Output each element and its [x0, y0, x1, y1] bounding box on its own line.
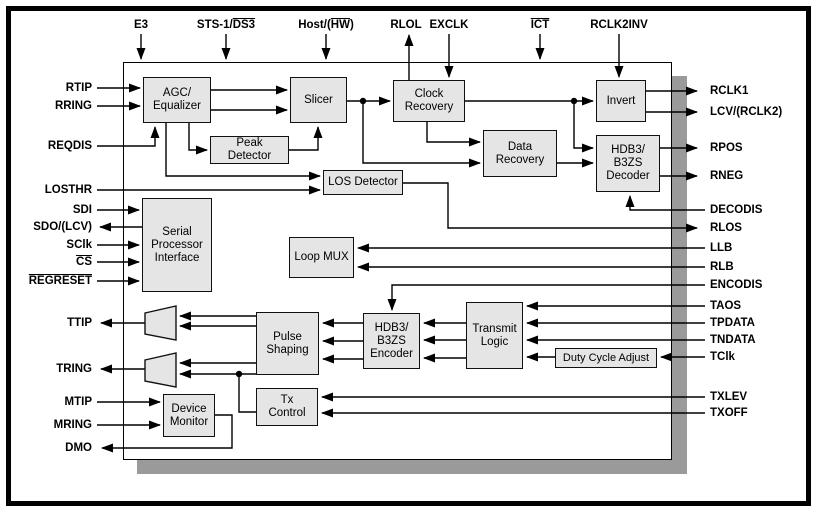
pin-sclk: SClk	[66, 239, 92, 251]
block-pulse-shaping: Pulse Shaping	[256, 312, 319, 375]
block-device-monitor: Device Monitor	[163, 394, 215, 437]
pin-rlb: RLB	[710, 261, 734, 273]
pin-cs: CS	[2, 255, 92, 269]
pin-regreset: REGRESET	[2, 274, 92, 288]
block-serial-processor-interface: Serial Processor Interface	[142, 198, 212, 292]
pin-rneg: RNEG	[710, 170, 744, 182]
pin-encodis: ENCODIS	[710, 279, 763, 291]
pin-rclk2inv: RCLK2INV	[590, 19, 648, 31]
pin-sdo-lcv: SDO/(LCV)	[33, 221, 92, 233]
block-hdb3-b3zs-encoder: HDB3/ B3ZS Encoder	[363, 313, 420, 369]
pin-ttip: TTIP	[67, 317, 92, 329]
pin-rring: RRING	[54, 100, 92, 112]
pin-decodis: DECODIS	[710, 204, 763, 216]
pin-sts1-ds3: STS-1/DS3	[197, 18, 255, 32]
wires	[97, 34, 705, 453]
tring-driver-icon	[144, 352, 177, 388]
page-border	[6, 6, 811, 506]
pin-mtip: MTIP	[64, 396, 92, 408]
pin-txoff: TXOFF	[710, 407, 748, 419]
ttip-driver-icon	[144, 305, 177, 341]
block-clock-recovery: Clock Recovery	[393, 80, 465, 122]
pin-txlev: TXLEV	[710, 391, 748, 403]
pin-dmo: DMO	[65, 442, 92, 454]
pin-host-suffix: )	[349, 19, 354, 31]
block-duty-cycle-adjust: Duty Cycle Adjust	[555, 348, 657, 368]
pin-exclk: EXCLK	[429, 19, 469, 31]
pin-host-hw: Host/(HW)	[298, 18, 354, 32]
pin-rtip: RTIP	[65, 82, 92, 94]
pin-mring: MRING	[53, 419, 92, 431]
pin-tpdata: TPDATA	[710, 317, 755, 329]
pin-rlos: RLOS	[710, 222, 742, 234]
block-los-detector: LOS Detector	[323, 170, 403, 195]
line-drivers	[144, 305, 177, 388]
pin-rlol: RLOL	[390, 19, 422, 31]
pin-rpos: RPOS	[710, 142, 743, 154]
block-invert: Invert	[596, 80, 646, 122]
pin-sts1-ds3-prefix: STS-1/	[196, 19, 233, 31]
block-loop-mux: Loop MUX	[289, 237, 354, 278]
block-tx-control: Tx Control	[256, 388, 318, 426]
pin-host-overline: HW	[330, 19, 350, 31]
block-peak-detector: Peak Detector	[210, 136, 289, 164]
block-slicer: Slicer	[290, 77, 347, 123]
pin-ict: ICT	[531, 18, 550, 32]
pin-tclk: TClk	[710, 351, 735, 363]
pin-e3: E3	[133, 19, 149, 31]
pin-ict-overline: ICT	[530, 19, 550, 31]
pin-reqdis: REQDIS	[47, 140, 92, 152]
pin-cs-overline: CS	[76, 256, 92, 268]
pin-sts1-ds3-overline: DS3	[232, 19, 256, 31]
pin-lcv-rclk2: LCV/(RCLK2)	[710, 106, 783, 118]
pin-tring: TRING	[56, 363, 92, 375]
junction-dots	[235, 97, 578, 378]
chip-outline	[123, 62, 672, 460]
pin-losthr: LOSTHR	[44, 184, 92, 196]
pin-rclk1: RCLK1	[710, 85, 749, 97]
pin-tndata: TNDATA	[710, 334, 756, 346]
block-data-recovery: Data Recovery	[483, 130, 557, 177]
pin-taos: TAOS	[710, 300, 742, 312]
pin-sdi: SDI	[72, 204, 92, 216]
pin-regreset-overline: REGRESET	[28, 275, 92, 287]
block-hdb3-b3zs-decoder: HDB3/ B3ZS Decoder	[596, 135, 660, 192]
pin-host-prefix: Host/(	[298, 19, 331, 31]
pin-llb: LLB	[710, 242, 733, 254]
block-agc-equalizer: AGC/ Equalizer	[143, 77, 211, 123]
block-transmit-logic: Transmit Logic	[466, 302, 523, 369]
